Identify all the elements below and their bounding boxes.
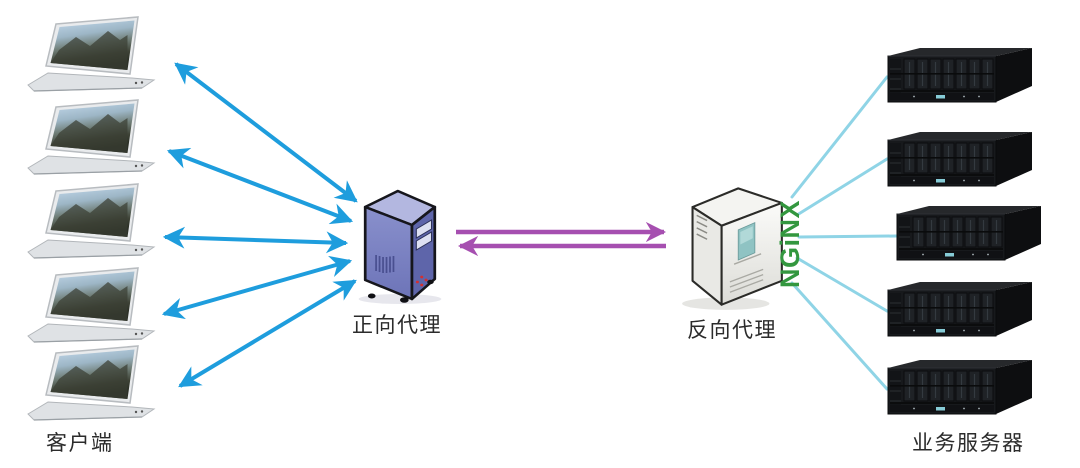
client-arrow-3 — [162, 226, 349, 254]
client-arrow-4 — [161, 255, 353, 320]
rack-server-icon — [884, 130, 1036, 192]
client-arrow-1 — [174, 62, 358, 203]
rack-server-icon — [893, 204, 1045, 266]
backend-link-5 — [790, 281, 889, 391]
client-laptop-icon — [26, 345, 166, 425]
forward-proxy-server-icon — [358, 189, 442, 304]
nginx-logo-text: NGiNX — [775, 200, 805, 289]
backend-link-4 — [795, 256, 889, 313]
backend-link-3 — [797, 234, 898, 239]
client-laptop-icon — [26, 99, 166, 179]
reverse-proxy-server-icon — [682, 187, 783, 310]
rack-server-icon — [884, 280, 1036, 342]
rack-server-icon — [884, 358, 1036, 420]
rack-server-icon — [884, 46, 1036, 108]
backend-link-2 — [795, 157, 889, 217]
clients-label: 客户端 — [46, 432, 114, 455]
client-laptop-icon — [26, 267, 166, 347]
client-laptop-icon — [26, 16, 166, 96]
forward-proxy-label: 正向代理 — [352, 314, 442, 337]
client-arrow-2 — [166, 147, 354, 225]
reverse-proxy-label: 反向代理 — [687, 319, 777, 342]
backend-link-1 — [790, 75, 889, 199]
client-arrow-5 — [178, 279, 357, 388]
client-laptop-icon — [26, 183, 166, 263]
backend-servers-label: 业务服务器 — [912, 432, 1025, 455]
